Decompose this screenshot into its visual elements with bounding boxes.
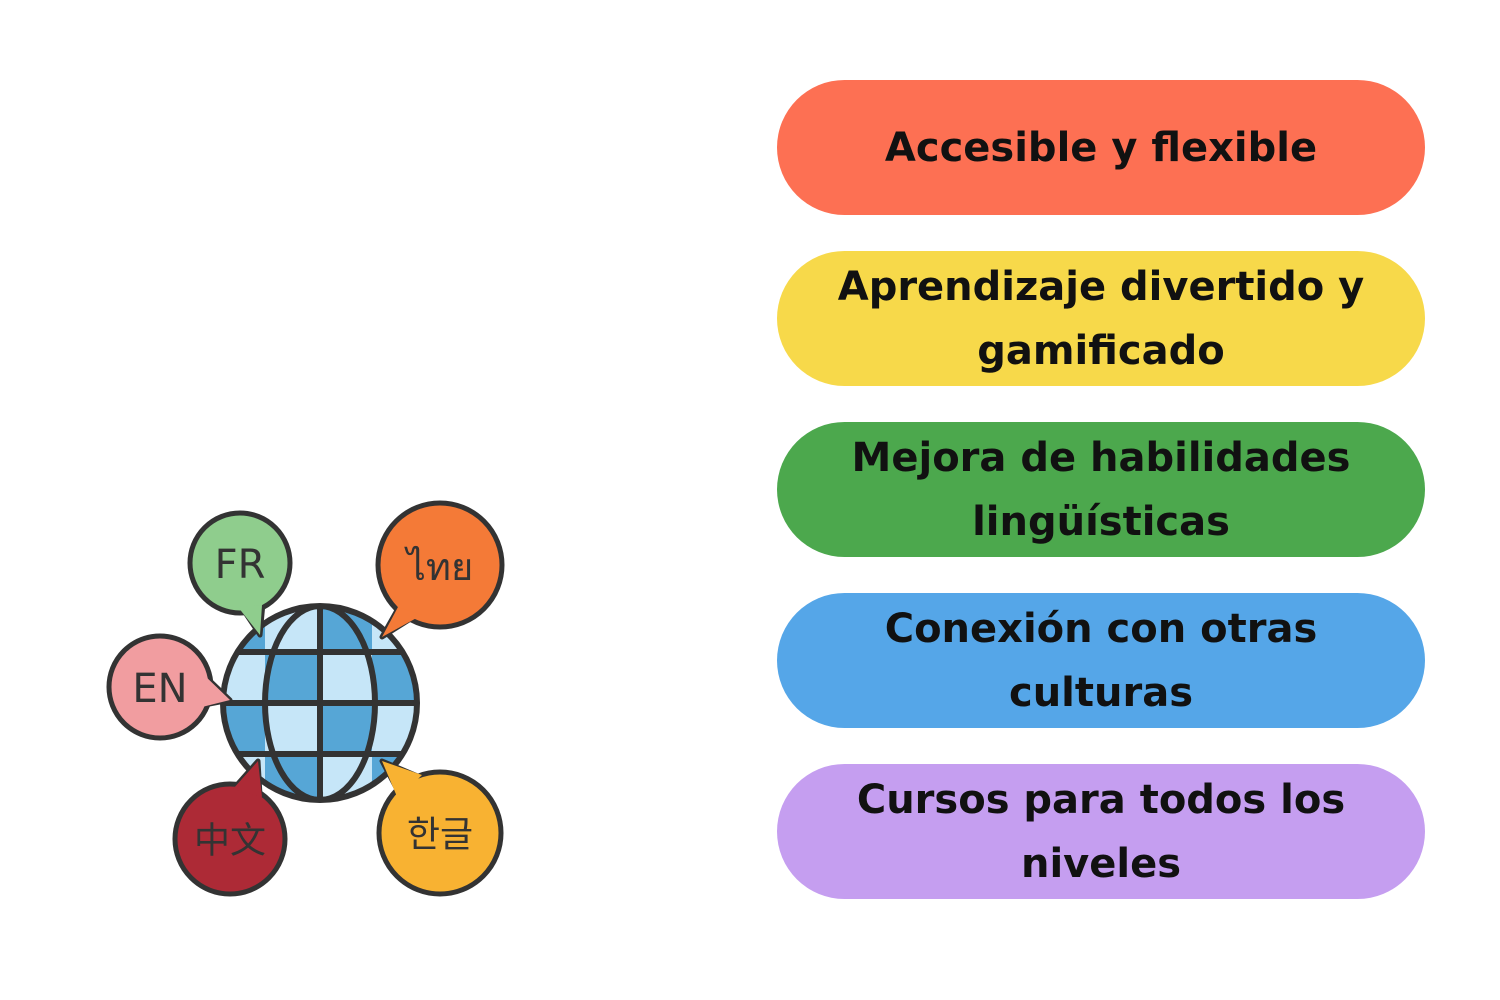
benefit-pill-label: Aprendizaje divertido y gamificado bbox=[837, 263, 1365, 374]
bubble-label-en: EN bbox=[132, 666, 187, 712]
speech-bubble-en-icon: EN bbox=[106, 633, 233, 741]
bubble-label-fr: FR bbox=[215, 542, 266, 588]
speech-bubble-chinese-icon: 中文 bbox=[172, 758, 288, 897]
benefit-pill-accessible: Accesible y flexible bbox=[777, 80, 1425, 215]
benefit-pill-skills: Mejora de habilidades lingüísticas bbox=[777, 422, 1425, 557]
bubble-label-thai: ไทย bbox=[404, 545, 473, 589]
speech-bubble-thai-icon: ไทย bbox=[375, 500, 505, 640]
benefit-pill-levels: Cursos para todos los niveles bbox=[777, 764, 1425, 899]
benefit-pill-label: Accesible y flexible bbox=[884, 124, 1318, 171]
benefit-pill-fun-learning: Aprendizaje divertido y gamificado bbox=[777, 251, 1425, 386]
benefit-pill-label: Cursos para todos los niveles bbox=[856, 776, 1346, 887]
benefit-pill-cultures: Conexión con otras culturas bbox=[777, 593, 1425, 728]
speech-bubble-fr-icon: FR bbox=[187, 510, 293, 638]
bubble-label-korean: 한글 bbox=[407, 815, 473, 856]
globe-languages-icon: FR ไทย EN 中文 한글 bbox=[106, 500, 505, 897]
benefit-pill-label: Mejora de habilidades lingüísticas bbox=[851, 434, 1351, 545]
benefit-pill-label: Conexión con otras culturas bbox=[884, 605, 1318, 716]
bubble-label-chinese: 中文 bbox=[194, 821, 266, 862]
speech-bubble-korean-icon: 한글 bbox=[376, 758, 504, 897]
